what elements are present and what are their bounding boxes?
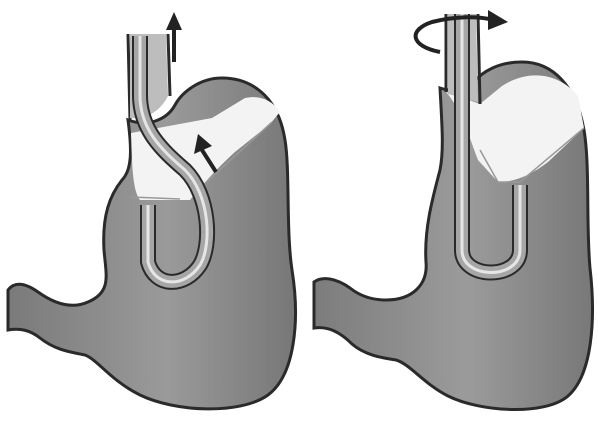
right-panel [314, 10, 592, 410]
left-panel [8, 12, 295, 409]
